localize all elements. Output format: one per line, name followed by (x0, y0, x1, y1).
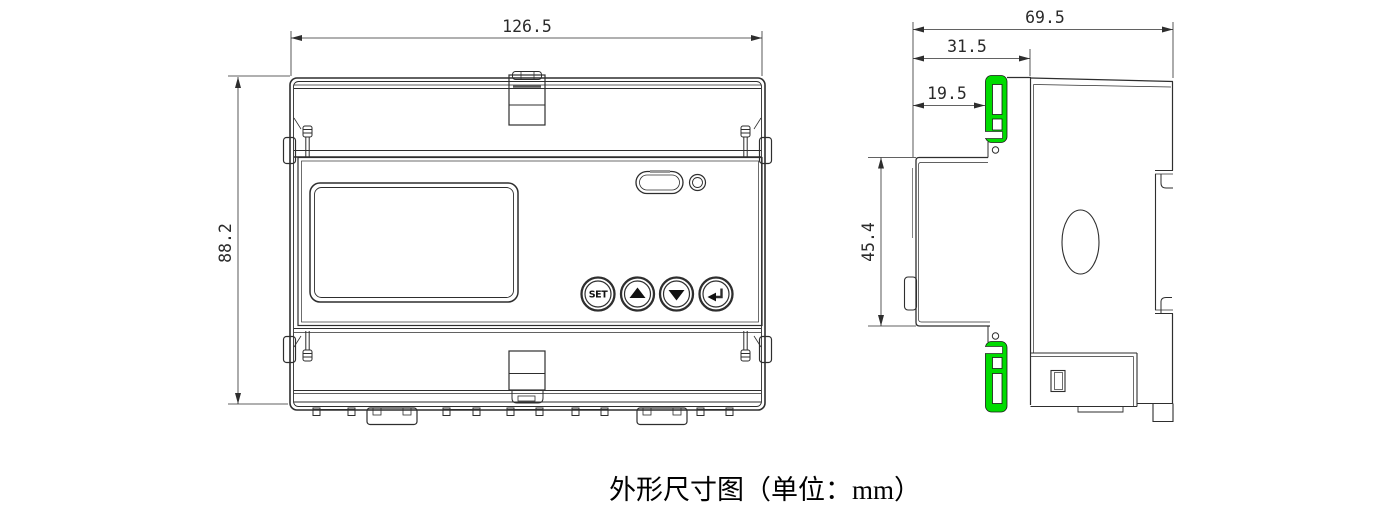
din-rail-clip-top (984, 75, 1008, 143)
side-face-latch (903, 276, 918, 311)
side-view (903, 75, 1174, 423)
seal-screw-top-left (302, 125, 313, 157)
dimensions: 126.5 88.2 69.5 (216, 8, 1174, 405)
front-rail-clip-bottom-right (758, 335, 773, 364)
front-rail-clip-top-right (758, 136, 773, 165)
enter-arrow-icon (715, 288, 723, 299)
led-indicator-icon (688, 173, 707, 192)
front-rail-clip-top-left (282, 136, 297, 165)
up-button (619, 276, 656, 312)
bottom-terminal-tabs (312, 407, 734, 426)
din-foot-left (366, 407, 418, 426)
seal-screw-bottom-left (302, 331, 313, 362)
dim-side-clip-offset: 19.5 (913, 84, 985, 109)
triangle-up-icon (629, 287, 646, 298)
drawing-caption: 外形尺寸图（单位：mm） (608, 475, 921, 505)
rail-hook-bottom (1160, 297, 1172, 314)
lcd-screen (309, 182, 519, 303)
dim-side-depth-total-label: 69.5 (1025, 8, 1065, 27)
top-seal-tab (508, 71, 546, 126)
set-button-label: SET (589, 290, 609, 301)
bottom-seal-tab (508, 350, 546, 404)
enter-button (698, 276, 734, 312)
side-bottom-tab (1077, 406, 1124, 413)
dim-front-height: 88.2 (216, 75, 290, 405)
button-row: SET (580, 276, 734, 312)
side-screw-top (991, 146, 1000, 154)
side-top-edge (1030, 77, 1174, 83)
dim-side-face-height: 45.4 (859, 157, 916, 327)
side-screw-bottom (991, 332, 1000, 340)
din-foot-right (636, 407, 688, 426)
din-rail-clip-bottom (984, 341, 1008, 413)
down-button (658, 276, 695, 312)
front-body-inner-outline (293, 81, 762, 407)
set-button: SET (580, 276, 616, 312)
terminal-slot (1050, 369, 1066, 393)
dim-side-depth-total: 69.5 (912, 8, 1174, 157)
dim-side-depth-front-label: 31.5 (947, 37, 987, 56)
dim-front-width: 126.5 (290, 17, 763, 76)
dim-side-face-height-label: 45.4 (859, 222, 878, 262)
front-view: SET (282, 71, 773, 426)
triangle-down-icon (668, 290, 685, 301)
seal-screw-top-right (740, 125, 751, 157)
side-terminal-cover (1030, 352, 1138, 408)
rail-hook-top (1160, 174, 1173, 189)
dim-side-depth-front: 31.5 (913, 37, 1031, 76)
dim-front-height-label: 88.2 (216, 223, 235, 263)
front-rail-clip-bottom-left (282, 335, 297, 364)
side-bottom-foot (1152, 403, 1174, 423)
seal-screw-bottom-right (740, 331, 751, 362)
dim-front-width-label: 126.5 (502, 17, 552, 36)
side-knockout-oval (1061, 209, 1100, 275)
front-panel (297, 156, 763, 327)
side-front-face (915, 156, 990, 327)
front-body-outline (289, 77, 766, 411)
dim-side-clip-offset-label: 19.5 (927, 84, 967, 103)
